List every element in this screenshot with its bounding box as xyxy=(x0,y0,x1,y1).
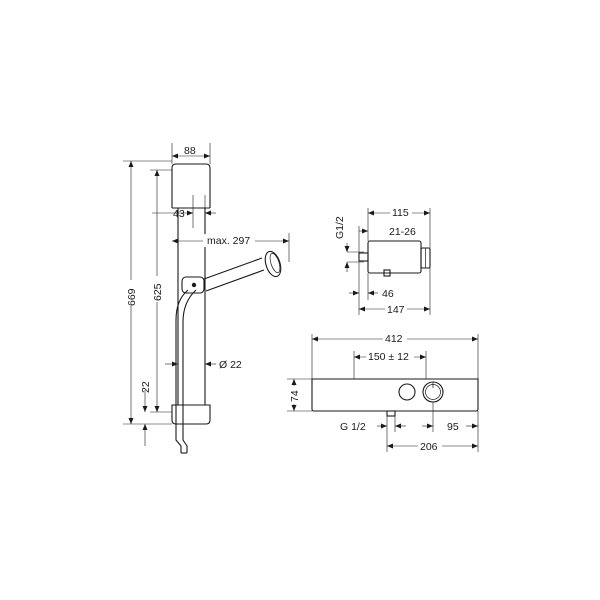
dim-g12-bottom: G 1/2 xyxy=(340,421,366,433)
dim-46: 46 xyxy=(382,288,394,300)
dim-g12-vertical: G1/2 xyxy=(334,216,346,239)
dim-95: 95 xyxy=(447,421,459,433)
shower-rail-drawing xyxy=(171,163,282,454)
dim-74: 74 xyxy=(289,390,301,402)
dim-43: 43 xyxy=(173,208,185,220)
dim-115: 115 xyxy=(392,207,409,219)
dim-88: 88 xyxy=(184,145,196,157)
dim-206: 206 xyxy=(420,441,438,453)
dim-625: 625 xyxy=(152,283,164,301)
dim-412: 412 xyxy=(385,333,403,345)
dim-150-pm-12: 150 ± 12 xyxy=(368,351,409,363)
dim-669: 669 xyxy=(126,288,138,306)
dim-147: 147 xyxy=(387,304,405,316)
dim-diameter-22: Ø 22 xyxy=(219,359,242,371)
dim-max-297: max. 297 xyxy=(207,235,250,247)
thermostat-front-view xyxy=(311,378,479,417)
dim-21-26: 21-26 xyxy=(389,226,416,238)
thermostat-side-view xyxy=(358,240,431,277)
dim-22-bottom: 22 xyxy=(140,381,152,393)
